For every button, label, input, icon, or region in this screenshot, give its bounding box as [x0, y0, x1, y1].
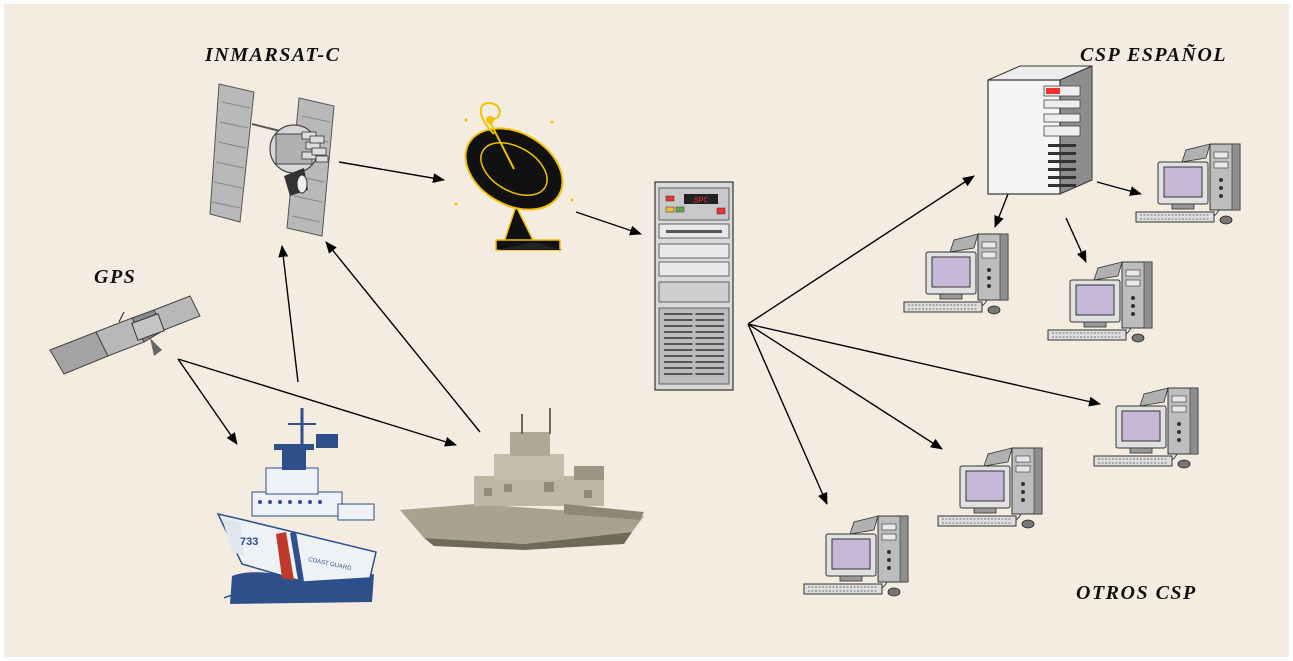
coast-guard-ship-icon: 733 COAST GUARD	[216, 408, 377, 604]
arrow-navy-to-inmarsat	[325, 241, 481, 433]
workstation-icon	[1047, 261, 1153, 343]
inmarsat-c-label: INMARSAT-C	[205, 44, 341, 66]
arrow-csp-to-ws-3	[1096, 181, 1142, 196]
workstation-icon	[1093, 387, 1199, 469]
gps-satellite-icon	[49, 295, 201, 375]
arrow-dish-to-server	[575, 211, 642, 236]
otros-csp-label: OTROS CSP	[1076, 582, 1197, 604]
csp-espanol-server-icon	[987, 65, 1093, 195]
arrow-gps-to-navy	[177, 358, 457, 447]
arrow-server-to-otros-3	[747, 323, 1101, 407]
inmarsat-satellite-icon	[209, 83, 335, 237]
navy-ship-icon	[400, 408, 644, 550]
gps-label: GPS	[94, 266, 137, 288]
satellite-dish-icon	[454, 102, 574, 251]
workstation-icon	[903, 233, 1009, 315]
arrow-server-to-otros-1	[747, 323, 828, 505]
arrow-server-to-csp-espanol	[747, 175, 975, 325]
connection-arrows	[177, 161, 1142, 505]
arrow-csp-to-ws-1	[994, 193, 1009, 228]
arrow-server-to-otros-2	[747, 323, 943, 450]
workstation-icon	[937, 447, 1043, 529]
diagram-canvas: INMARSAT-C GPS CSP ESPAÑOL OTROS CSP	[4, 4, 1289, 657]
workstation-icon	[803, 515, 909, 597]
network-diagram: SPC	[49, 65, 1241, 604]
arrow-gps-to-coastguard	[177, 358, 238, 445]
arrow-csp-to-ws-2	[1065, 217, 1087, 263]
workstation-icon	[1135, 143, 1241, 225]
hull-number: 733	[240, 536, 258, 548]
csp-espanol-label: CSP ESPAÑOL	[1080, 44, 1228, 66]
server-display-text: SPC	[694, 197, 709, 206]
arrow-inmarsat-to-dish	[338, 161, 445, 184]
arrow-coastguard-to-inmarsat	[278, 245, 299, 383]
central-server-icon: SPC	[654, 181, 734, 391]
